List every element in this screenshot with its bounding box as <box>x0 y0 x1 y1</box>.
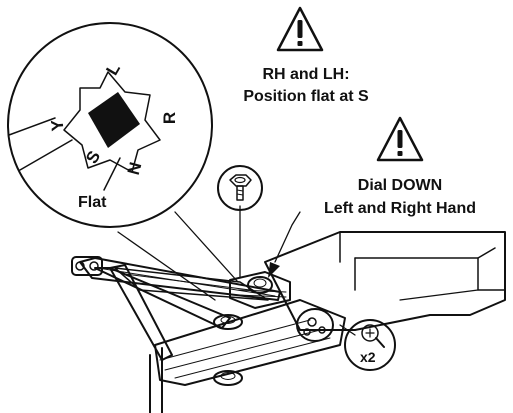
dial-magnifier: L R Y S N Flat <box>7 22 213 228</box>
dial-letter-n: N <box>124 160 146 177</box>
closer-body <box>154 299 346 386</box>
callout-lines <box>117 205 356 336</box>
hex-bolt-icon <box>229 174 252 201</box>
closer-top-bracket <box>229 271 291 309</box>
warning-1-line2: Position flat at S <box>243 88 369 105</box>
warning-1: RH and LH: Position flat at S <box>243 6 369 105</box>
screw-quantity: x2 <box>360 349 376 365</box>
warning-2-line1: Dial DOWN <box>358 177 442 194</box>
dial-square <box>88 92 140 148</box>
dial-star-outline <box>63 71 161 173</box>
warning-1-line1: RH and LH: <box>262 66 349 83</box>
bolt-callout <box>217 165 263 211</box>
warning-2: Dial DOWN Left and Right Hand <box>324 116 476 217</box>
warning-triangle-icon <box>276 6 324 52</box>
dial-letter-y: Y <box>48 118 68 132</box>
flat-leader-line <box>103 157 121 191</box>
warning-triangle-icon <box>376 116 424 162</box>
phillips-screw-icon <box>361 324 385 348</box>
dial-letter-r: R <box>160 112 179 124</box>
warning-2-line2: Left and Right Hand <box>324 200 476 217</box>
flat-label: Flat <box>78 194 107 211</box>
screw-callout: x2 <box>344 319 396 371</box>
